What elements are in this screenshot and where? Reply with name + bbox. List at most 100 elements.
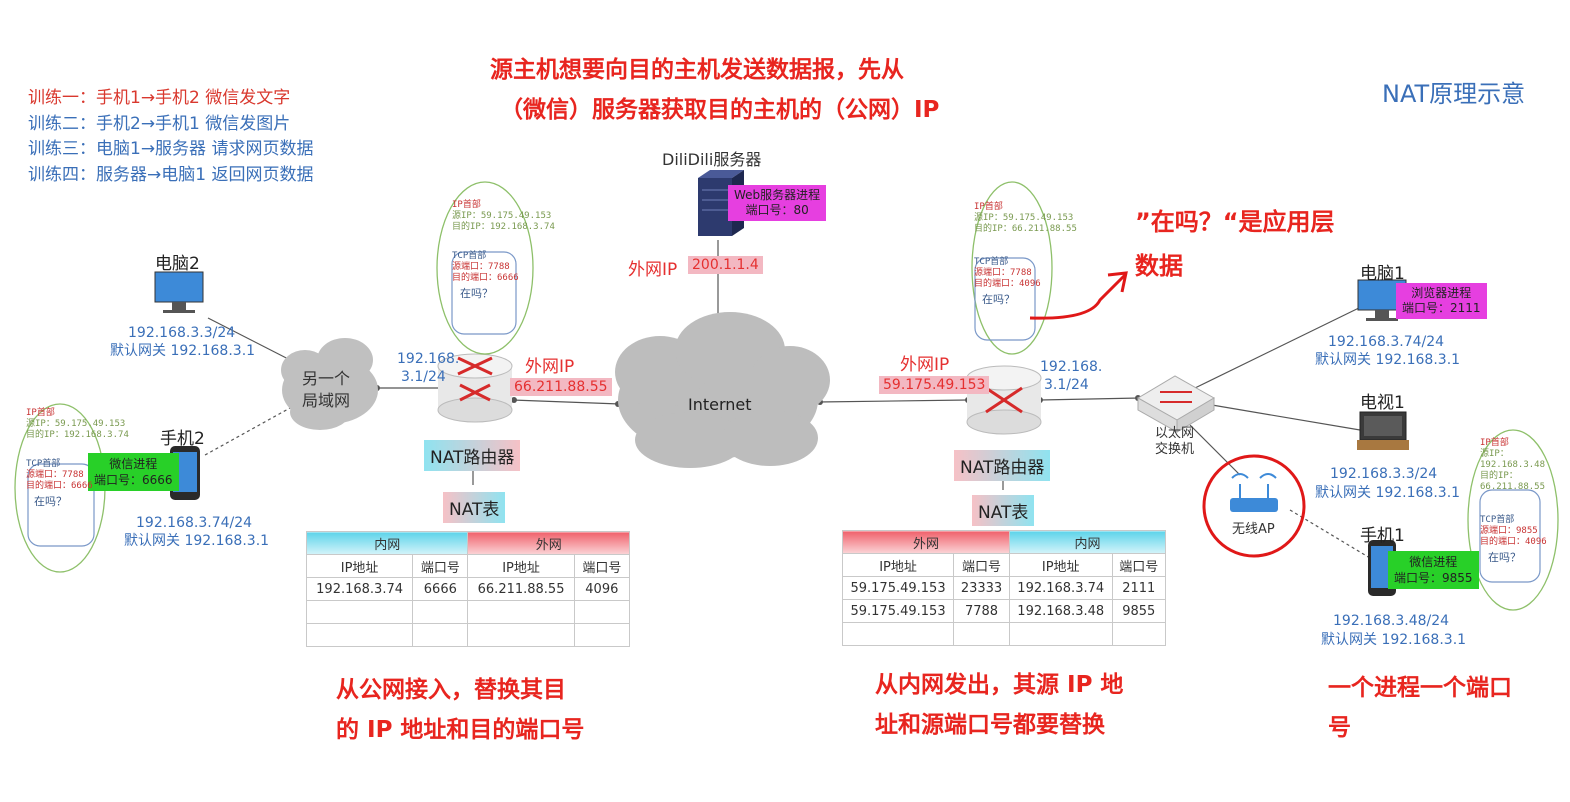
table-cell: 4096	[573, 577, 631, 601]
table-cell: 6666	[412, 577, 469, 601]
sketch-left-router: IP首部 源IP：59.175.49.153 目的IP：192.168.3.74…	[452, 200, 555, 299]
sketch-dst-ip: 目的IP：66.211.88.55	[1480, 471, 1546, 492]
sketch-ip-head: IP首部	[26, 408, 55, 418]
left-router-name: NAT路由器	[424, 440, 521, 471]
drill-item-1: 训练一：手机1→手机2 微信发文字	[28, 88, 291, 108]
table-cell: 7788	[953, 599, 1010, 623]
server-process-name: Web服务器进程	[734, 188, 821, 202]
right-nat-table-name: NAT表	[972, 495, 1035, 526]
wireless-ap-label: 无线AP	[1232, 522, 1275, 537]
sketch-msg: 在吗？	[1488, 551, 1521, 564]
left-bottom-note-1: 从公网接入，替换其目	[336, 677, 566, 703]
server-process-port: 端口号：80	[745, 203, 809, 217]
table-row: 59.175.49.153 23333 192.168.3.74 2111	[841, 576, 1167, 600]
right-router-lan-ip-2: 3.1/24	[1044, 377, 1089, 393]
phone1-process-tag: 微信进程 端口号：9855	[1388, 551, 1479, 589]
phone1-ip: 192.168.3.48/24	[1333, 613, 1450, 629]
sketch-oval-right-router	[971, 181, 1053, 355]
internet-label: Internet	[688, 395, 752, 414]
table-col-header: IP地址	[467, 554, 575, 578]
pc2-gateway: 默认网关 192.168.3.1	[110, 343, 256, 359]
port-note: 一个进程一个端口 号	[1328, 668, 1512, 748]
table-cell: 9855	[1111, 599, 1167, 623]
wireless-ap-shape	[1202, 454, 1306, 558]
tv1-ip: 192.168.3.3/24	[1330, 466, 1438, 482]
table-row	[305, 600, 631, 624]
pc1-ip: 192.168.3.74/24	[1328, 334, 1445, 350]
sketch-src-port: 源端口：9855	[1480, 526, 1538, 536]
left-router-lan-ip-1: 192.168.	[397, 351, 460, 367]
left-bottom-note-2: 的 IP 地址和目的端口号	[336, 717, 585, 743]
sketch-oval-phone1	[1467, 429, 1559, 611]
sketch-src-ip: 源IP：59.175.49.153	[26, 419, 126, 429]
sketch-dst-ip: 目的IP：192.168.3.74	[452, 222, 555, 232]
phone1-process-name: 微信进程	[1409, 555, 1458, 569]
sketch-tcp-head: TCP首部	[26, 459, 61, 469]
sketch-msg: 在吗？	[34, 495, 67, 508]
left-nat-table: 内网 外网 IP地址 端口号 IP地址 端口号 192.168.3.74 666…	[305, 531, 631, 647]
sketch-phone1: IP首部 源IP：192.168.3.48 目的IP：66.211.88.55 …	[1480, 438, 1570, 563]
top-annotation: 源主机想要向目的主机发送数据报，先从 （微信）服务器获取目的主机的（公网）IP	[490, 50, 939, 130]
pc1-process-port: 端口号：2111	[1402, 301, 1481, 315]
table-col-header: IP地址	[841, 553, 955, 577]
phone1-name: 手机1	[1360, 526, 1405, 546]
table-row: 59.175.49.153 7788 192.168.3.48 9855	[841, 599, 1167, 623]
lan-cloud-shape	[281, 338, 378, 430]
phone2-ip: 192.168.3.74/24	[136, 515, 253, 531]
tv1-gateway: 默认网关 192.168.3.1	[1315, 485, 1461, 501]
sketch-src-ip: 源IP：192.168.3.48	[1480, 449, 1546, 470]
table-col-header: IP地址	[305, 554, 414, 578]
sketch-ip-head: IP首部	[1480, 438, 1509, 448]
lan-cloud-label-1: 另一个	[302, 369, 351, 388]
internet-cloud-shape	[615, 312, 830, 468]
drill-item-3: 训练三：电脑1→服务器 请求网页数据	[28, 139, 314, 159]
app-layer-note-1: ”在吗？“是应用层	[1135, 208, 1335, 236]
table-cell: 2111	[1111, 576, 1167, 600]
right-router-lan-ip: 192.168. 3.1/24	[1040, 358, 1102, 394]
phone1-process-port: 端口号：9855	[1394, 571, 1473, 585]
pc2-ip: 192.168.3.3/24	[128, 325, 236, 341]
left-router-lan-ip: 192.168. 3.1/24	[397, 350, 459, 386]
table-cell: 59.175.49.153	[841, 576, 955, 600]
right-router-wan-ip: 59.175.49.153	[879, 376, 990, 394]
left-router-shape	[437, 353, 513, 423]
app-note-arrow	[1029, 273, 1127, 320]
sketch-tcp-head: TCP首部	[974, 257, 1009, 267]
tv1-shape	[1357, 411, 1409, 450]
sketch-oval-left-router	[436, 181, 534, 355]
table-cell: 192.168.3.74	[305, 577, 414, 601]
phone2-process-tag: 微信进程 端口号：6666	[88, 453, 179, 491]
right-router-wan-label: 外网IP	[900, 355, 950, 375]
phone2-process-name: 微信进程	[109, 457, 158, 471]
pc1-gateway: 默认网关 192.168.3.1	[1315, 352, 1461, 368]
sketch-src-port: 源端口：7788	[26, 470, 84, 480]
right-router-lan-ip-1: 192.168.	[1040, 359, 1103, 375]
switch-label: 以太网 交换机	[1155, 426, 1194, 458]
sketch-ip-head: IP首部	[974, 202, 1003, 212]
sketch-dst-port: 目的端口：6666	[452, 273, 519, 283]
sketch-ip-head: IP首部	[452, 200, 481, 210]
sketch-msg: 在吗？	[460, 287, 493, 300]
table-group-header: 外网	[467, 531, 630, 555]
sketch-phone2: IP首部 源IP：59.175.49.153 目的IP：192.168.3.74…	[26, 408, 129, 507]
server-wan-ip: 200.1.1.4	[688, 256, 763, 274]
phone1-gateway: 默认网关 192.168.3.1	[1321, 632, 1467, 648]
server-name: DiliDili服务器	[662, 150, 762, 169]
right-bottom-note-2: 址和源端口号都要替换	[875, 712, 1105, 738]
drill-item-4: 训练四：服务器→电脑1 返回网页数据	[28, 164, 314, 185]
pc1-process-name: 浏览器进程	[1411, 286, 1472, 300]
table-group-header: 内网	[305, 531, 469, 555]
sketch-tcp-head: TCP首部	[452, 251, 487, 261]
app-layer-note: ”在吗？“是应用层 数据	[1135, 200, 1335, 288]
left-nat-table-name: NAT表	[443, 492, 506, 523]
phone2-name: 手机2	[160, 429, 205, 449]
right-router-name: NAT路由器	[954, 450, 1051, 481]
table-cell: 59.175.49.153	[841, 599, 955, 623]
sketch-src-port: 源端口：7788	[452, 262, 510, 272]
table-col-header: 端口号	[1111, 553, 1167, 577]
left-router-wan-label: 外网IP	[525, 357, 575, 377]
top-annotation-line-2: （微信）服务器获取目的主机的（公网）IP	[500, 97, 940, 123]
lan-cloud-label: 另一个 局域网	[302, 368, 350, 412]
sketch-dst-port: 目的端口：4096	[974, 279, 1041, 289]
table-row	[841, 622, 1167, 646]
